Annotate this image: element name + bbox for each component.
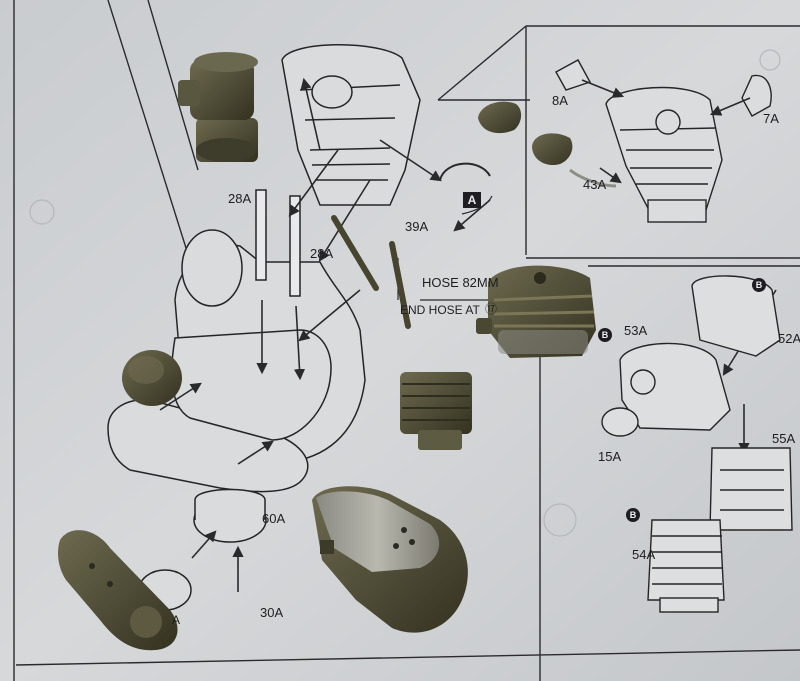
assembly-arrows-left — [159, 77, 491, 592]
line-art-engine-main — [107, 44, 421, 611]
callout-30a: 30A — [260, 605, 284, 620]
callout-hose-82mm: HOSE 82MM — [422, 275, 499, 290]
part-generator-olive — [178, 52, 258, 162]
step-reference-17: ⑰ — [485, 302, 498, 316]
callout-54a: 54A — [632, 547, 656, 562]
part-gearbox-cover-olive — [312, 486, 468, 633]
callout-53a: 53A — [624, 323, 648, 338]
callout-28a-left: 28A — [228, 191, 252, 206]
callout-52a: 52A — [778, 331, 800, 346]
part-pushrods-olive — [331, 215, 411, 329]
callout-8a: 8A — [552, 93, 568, 108]
part-caps-olive — [478, 101, 617, 188]
callout-7a: 7A — [763, 111, 779, 126]
part-primary-chain-case-olive — [58, 530, 178, 651]
line-art-cylinder-head-top-right — [555, 59, 772, 223]
part-round-cap-olive — [122, 350, 182, 406]
callout-39a: 39A — [405, 219, 429, 234]
marker-b-bottom: B — [626, 508, 640, 522]
line-art-cylinder-lower-right — [601, 275, 793, 613]
callout-end-hose: END HOSE AT — [400, 303, 480, 317]
callout-43a: 43A — [583, 177, 607, 192]
marker-b-top: B — [752, 278, 766, 292]
callout-55a: 55A — [772, 431, 796, 446]
callout-15a: 15A — [598, 449, 622, 464]
marker-b-middle: B — [598, 328, 612, 342]
part-cylinder-head-olive — [476, 265, 596, 358]
step-box-a: A — [463, 192, 481, 208]
callout-a-truncated: A — [172, 613, 181, 627]
part-cylinder-barrel-olive — [400, 372, 472, 450]
callout-60a: 60A — [262, 511, 286, 526]
callout-28a-right: 28A — [310, 246, 334, 261]
faint-print-marks — [29, 49, 781, 537]
